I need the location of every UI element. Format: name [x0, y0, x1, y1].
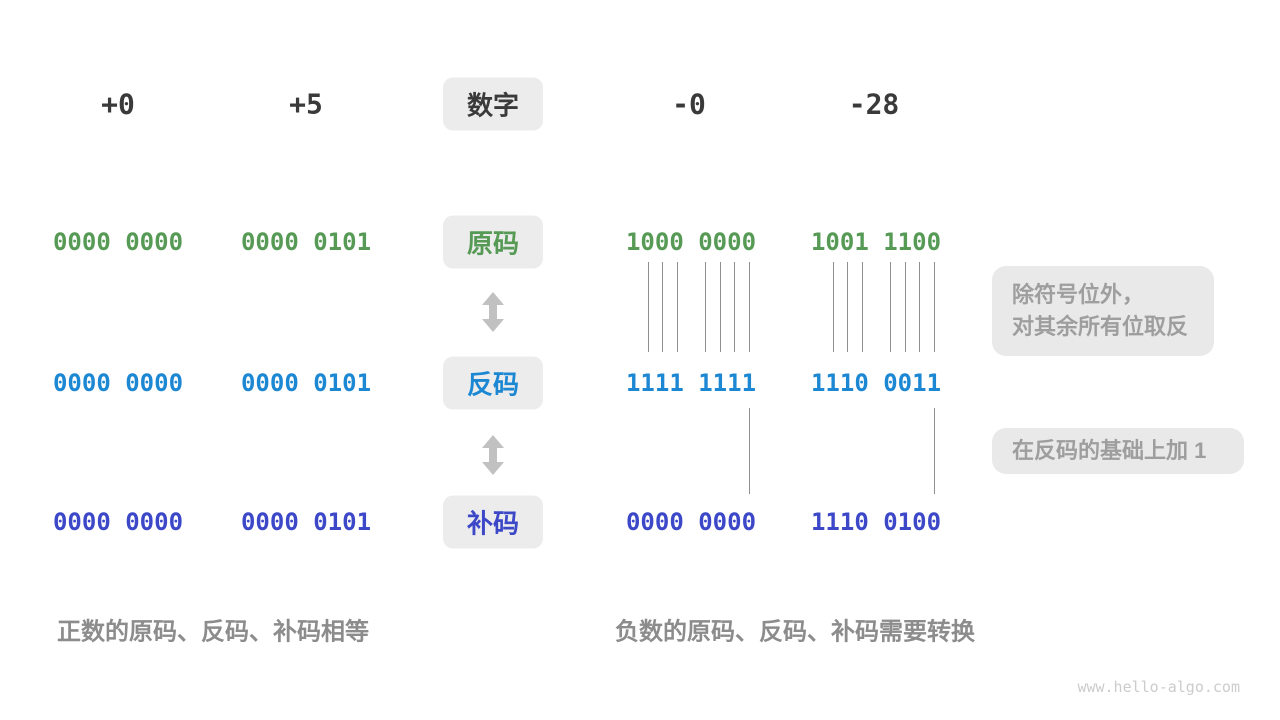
bit-connector-line: [905, 262, 906, 352]
annotation-invert-bits-text: 除符号位外， 对其余所有位取反: [1012, 282, 1189, 339]
bit-connector-line: [648, 262, 649, 352]
annotation-add-one: 在反码的基础上加 1: [992, 428, 1244, 474]
header-number-plus5: +5: [289, 87, 323, 121]
annotation-invert-bits: 除符号位外， 对其余所有位取反: [992, 266, 1214, 356]
bit-connector-line: [734, 262, 735, 352]
caption-negative-numbers: 负数的原码、反码、补码需要转换: [615, 618, 975, 646]
bit-connector-line: [890, 262, 891, 352]
bit-connector-line: [934, 408, 935, 494]
annotation-add-one-text: 在反码的基础上加 1: [1012, 438, 1207, 464]
bit-connector-line: [833, 262, 834, 352]
sign-magnitude-value-minus0: 1000 0000: [625, 228, 757, 256]
twos-complement-value-plus5: 0000 0101: [240, 508, 372, 536]
ones-complement-value-plus0: 0000 0000: [52, 369, 184, 397]
header-number-minus0: -0: [672, 87, 706, 121]
caption-positive-numbers: 正数的原码、反码、补码相等: [57, 618, 369, 646]
sign-magnitude-badge: 原码: [442, 215, 544, 269]
bit-connector-line: [749, 408, 750, 494]
sign-magnitude-value-plus5: 0000 0101: [240, 228, 372, 256]
double-arrow-icon: [482, 435, 504, 475]
bit-connector-line: [662, 262, 663, 352]
ones-complement-value-minus28: 1110 0011: [810, 369, 942, 397]
ones-complement-value-minus0: 1111 1111: [625, 369, 757, 397]
ones-complement-value-plus5: 0000 0101: [240, 369, 372, 397]
bit-connector-line: [934, 262, 935, 352]
watermark-url: www.hello-algo.com: [1077, 678, 1240, 696]
header-label-badge: 数字: [442, 77, 544, 131]
header-number-plus0: +0: [101, 87, 135, 121]
bit-connector-line: [720, 262, 721, 352]
twos-complement-value-minus28: 1110 0100: [810, 508, 942, 536]
sign-magnitude-value-plus0: 0000 0000: [52, 228, 184, 256]
double-arrow-icon: [482, 292, 504, 332]
bit-connector-line: [862, 262, 863, 352]
twos-complement-badge: 补码: [442, 495, 544, 549]
bit-connector-line: [847, 262, 848, 352]
bit-connector-line: [677, 262, 678, 352]
bit-connector-line: [749, 262, 750, 352]
sign-magnitude-value-minus28: 1001 1100: [810, 228, 942, 256]
twos-complement-value-plus0: 0000 0000: [52, 508, 184, 536]
header-number-minus28: -28: [848, 87, 900, 121]
ones-complement-badge: 反码: [442, 356, 544, 410]
bit-connector-line: [705, 262, 706, 352]
bit-connector-line: [919, 262, 920, 352]
twos-complement-value-minus0: 0000 0000: [625, 508, 757, 536]
